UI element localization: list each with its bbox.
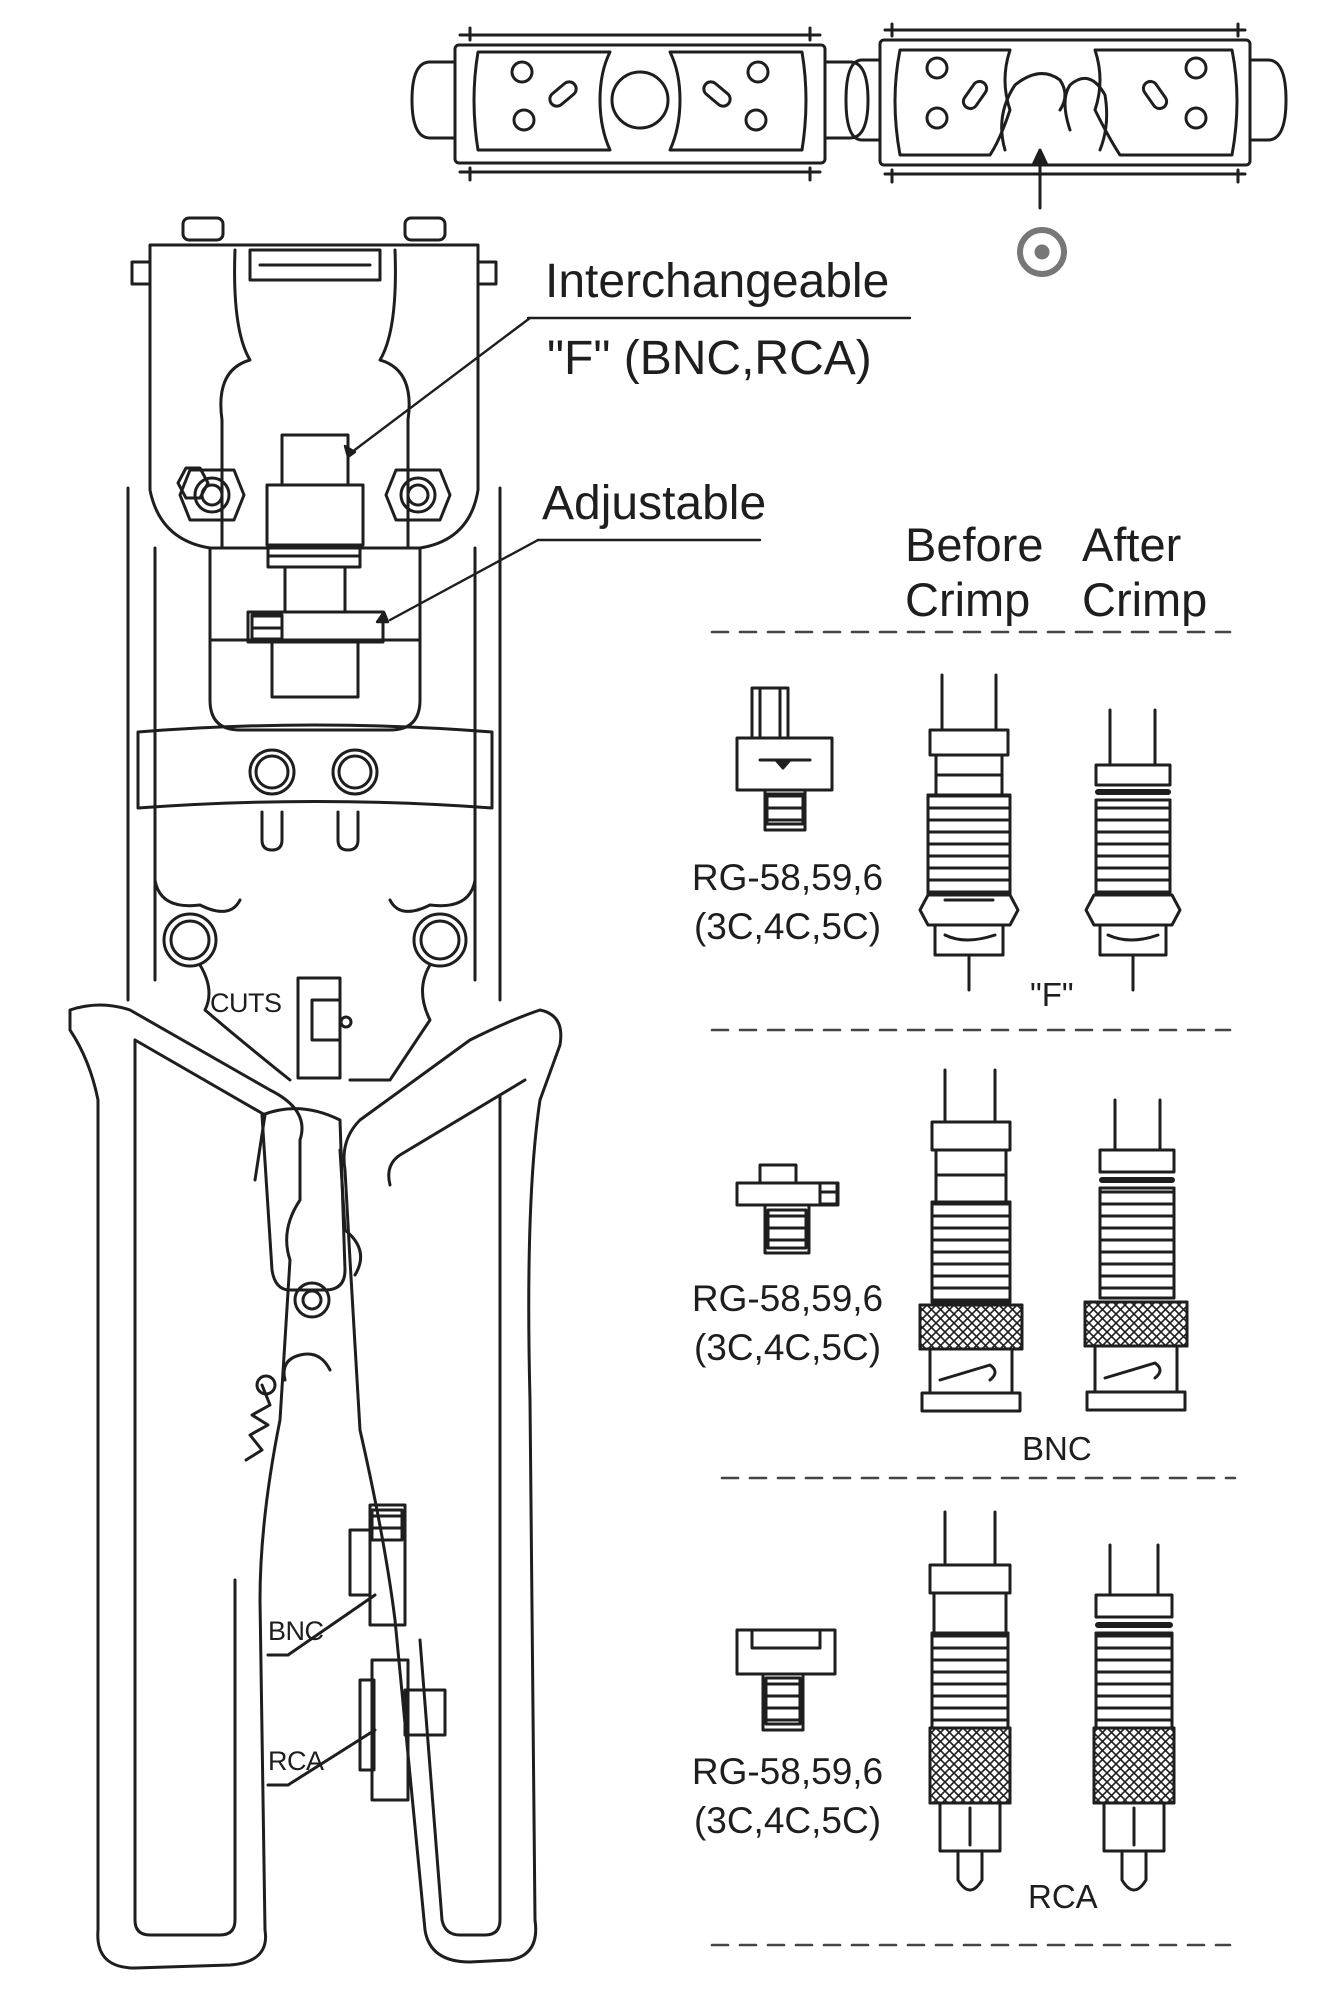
die-closed-view <box>844 22 1288 277</box>
bnc-die-icon <box>735 1163 840 1255</box>
row-bnc-spec-line1: RG-58,59,6 <box>691 1278 884 1319</box>
die-open-view <box>410 26 870 182</box>
header-after-line1: After <box>1082 518 1182 571</box>
bnc-connector-after <box>1083 1098 1189 1412</box>
row-f-spec-line2: (3C,4C,5C) <box>693 905 882 947</box>
rca-connector-before <box>928 1510 1012 1892</box>
row-bnc-type: BNC <box>1022 1430 1092 1467</box>
rca-connector-after <box>1092 1543 1176 1892</box>
label-rca-die: RCA <box>268 1746 324 1776</box>
header-before-line2: Crimp <box>905 573 1031 627</box>
header-after-crimp: After Crimp <box>1082 517 1207 628</box>
row-f-type: "F" <box>1030 976 1074 1013</box>
f-connector-after <box>1084 708 1182 992</box>
row-separators <box>710 630 1237 1947</box>
row-rca-type: RCA <box>1028 1878 1098 1915</box>
label-cuts: CUTS <box>210 988 282 1018</box>
label-bnc-die: BNC <box>268 1616 324 1646</box>
row-bnc-spec-line2: (3C,4C,5C) <box>693 1326 882 1368</box>
leader-lines <box>343 316 912 624</box>
header-after-line2: Crimp <box>1082 573 1208 627</box>
row-rca-spec: RG-58,59,6 (3C,4C,5C) <box>690 1748 885 1846</box>
row-f-spec: RG-58,59,6 (3C,4C,5C) <box>690 854 885 952</box>
f-connector-before <box>918 673 1020 992</box>
label-adjustable: Adjustable <box>542 477 767 530</box>
row-rca-spec-line2: (3C,4C,5C) <box>693 1799 882 1841</box>
rca-die-icon <box>735 1628 837 1732</box>
row-f-spec-line1: RG-58,59,6 <box>691 857 884 898</box>
row-rca-spec-line1: RG-58,59,6 <box>691 1751 884 1792</box>
label-f-bnc-rca: "F" (BNC,RCA) <box>547 332 872 385</box>
header-before-crimp: Before Crimp <box>905 517 1043 628</box>
f-die-icon <box>735 686 834 832</box>
crimp-tool-body <box>68 216 563 1970</box>
header-before-line1: Before <box>905 518 1044 571</box>
row-bnc-spec: RG-58,59,6 (3C,4C,5C) <box>690 1275 885 1373</box>
bnc-connector-before <box>918 1068 1024 1413</box>
label-interchangeable: Interchangeable <box>545 255 890 308</box>
